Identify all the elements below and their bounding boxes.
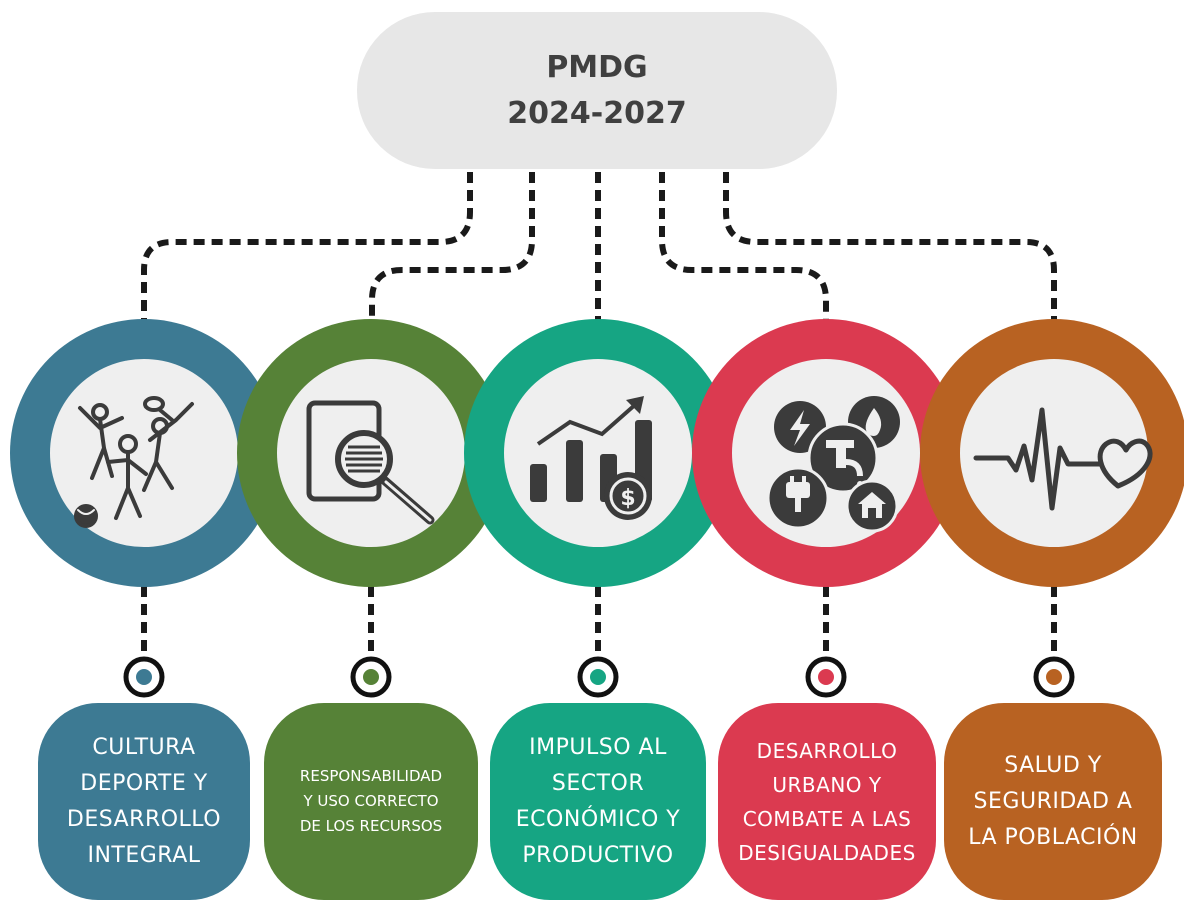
title-line-2: 2024-2027: [507, 95, 687, 131]
title-line-1: PMDG: [546, 49, 648, 85]
pillar-label-1-text: CULTURA DEPORTE Y DESARROLLO INTEGRAL: [66, 734, 222, 868]
pillar-label-5-text: SALUD Y SEGURIDAD A LA POBLACIÓN: [968, 752, 1138, 850]
public-services-icon: [766, 396, 900, 533]
node-marker-4: [805, 656, 847, 698]
pillar-label-1: CULTURA DEPORTE Y DESARROLLO INTEGRAL: [38, 703, 250, 900]
connector-5: [723, 172, 1057, 322]
pillar-ring-3: [464, 319, 732, 587]
connector-4: [659, 172, 829, 322]
connector-1: [141, 172, 473, 322]
title-pill: PMDG 2024-2027: [357, 12, 837, 169]
connector-2: [369, 172, 535, 322]
pillar-label-4: DESARROLLO URBANO Y COMBATE A LAS DESIGU…: [718, 703, 936, 900]
pillar-label-2-text: RESPONSABILIDAD Y USO CORRECTO DE LOS RE…: [299, 767, 443, 835]
pillar-label-2: RESPONSABILIDAD Y USO CORRECTO DE LOS RE…: [264, 703, 478, 900]
node-marker-5: [1033, 656, 1075, 698]
node-marker-1: [123, 656, 165, 698]
pillar-label-3: IMPULSO AL SECTOR ECONÓMICO Y PRODUCTIVO: [490, 703, 706, 900]
pillar-label-5: SALUD Y SEGURIDAD A LA POBLACIÓN: [944, 703, 1162, 900]
node-marker-3: [577, 656, 619, 698]
growth-chart-dollar-icon: $: [530, 396, 652, 520]
heartbeat-icon: [973, 407, 1153, 511]
pillar-label-4-text: DESARROLLO URBANO Y COMBATE A LAS DESIGU…: [738, 738, 916, 865]
pillar-ring-5: [920, 319, 1184, 587]
svg-text:$: $: [620, 486, 635, 511]
node-marker-2: [350, 656, 392, 698]
pillar-label-3-text: IMPULSO AL SECTOR ECONÓMICO Y PRODUCTIVO: [515, 734, 681, 868]
document-magnifier-icon: [306, 400, 435, 525]
sports-people-icon: [74, 396, 194, 528]
